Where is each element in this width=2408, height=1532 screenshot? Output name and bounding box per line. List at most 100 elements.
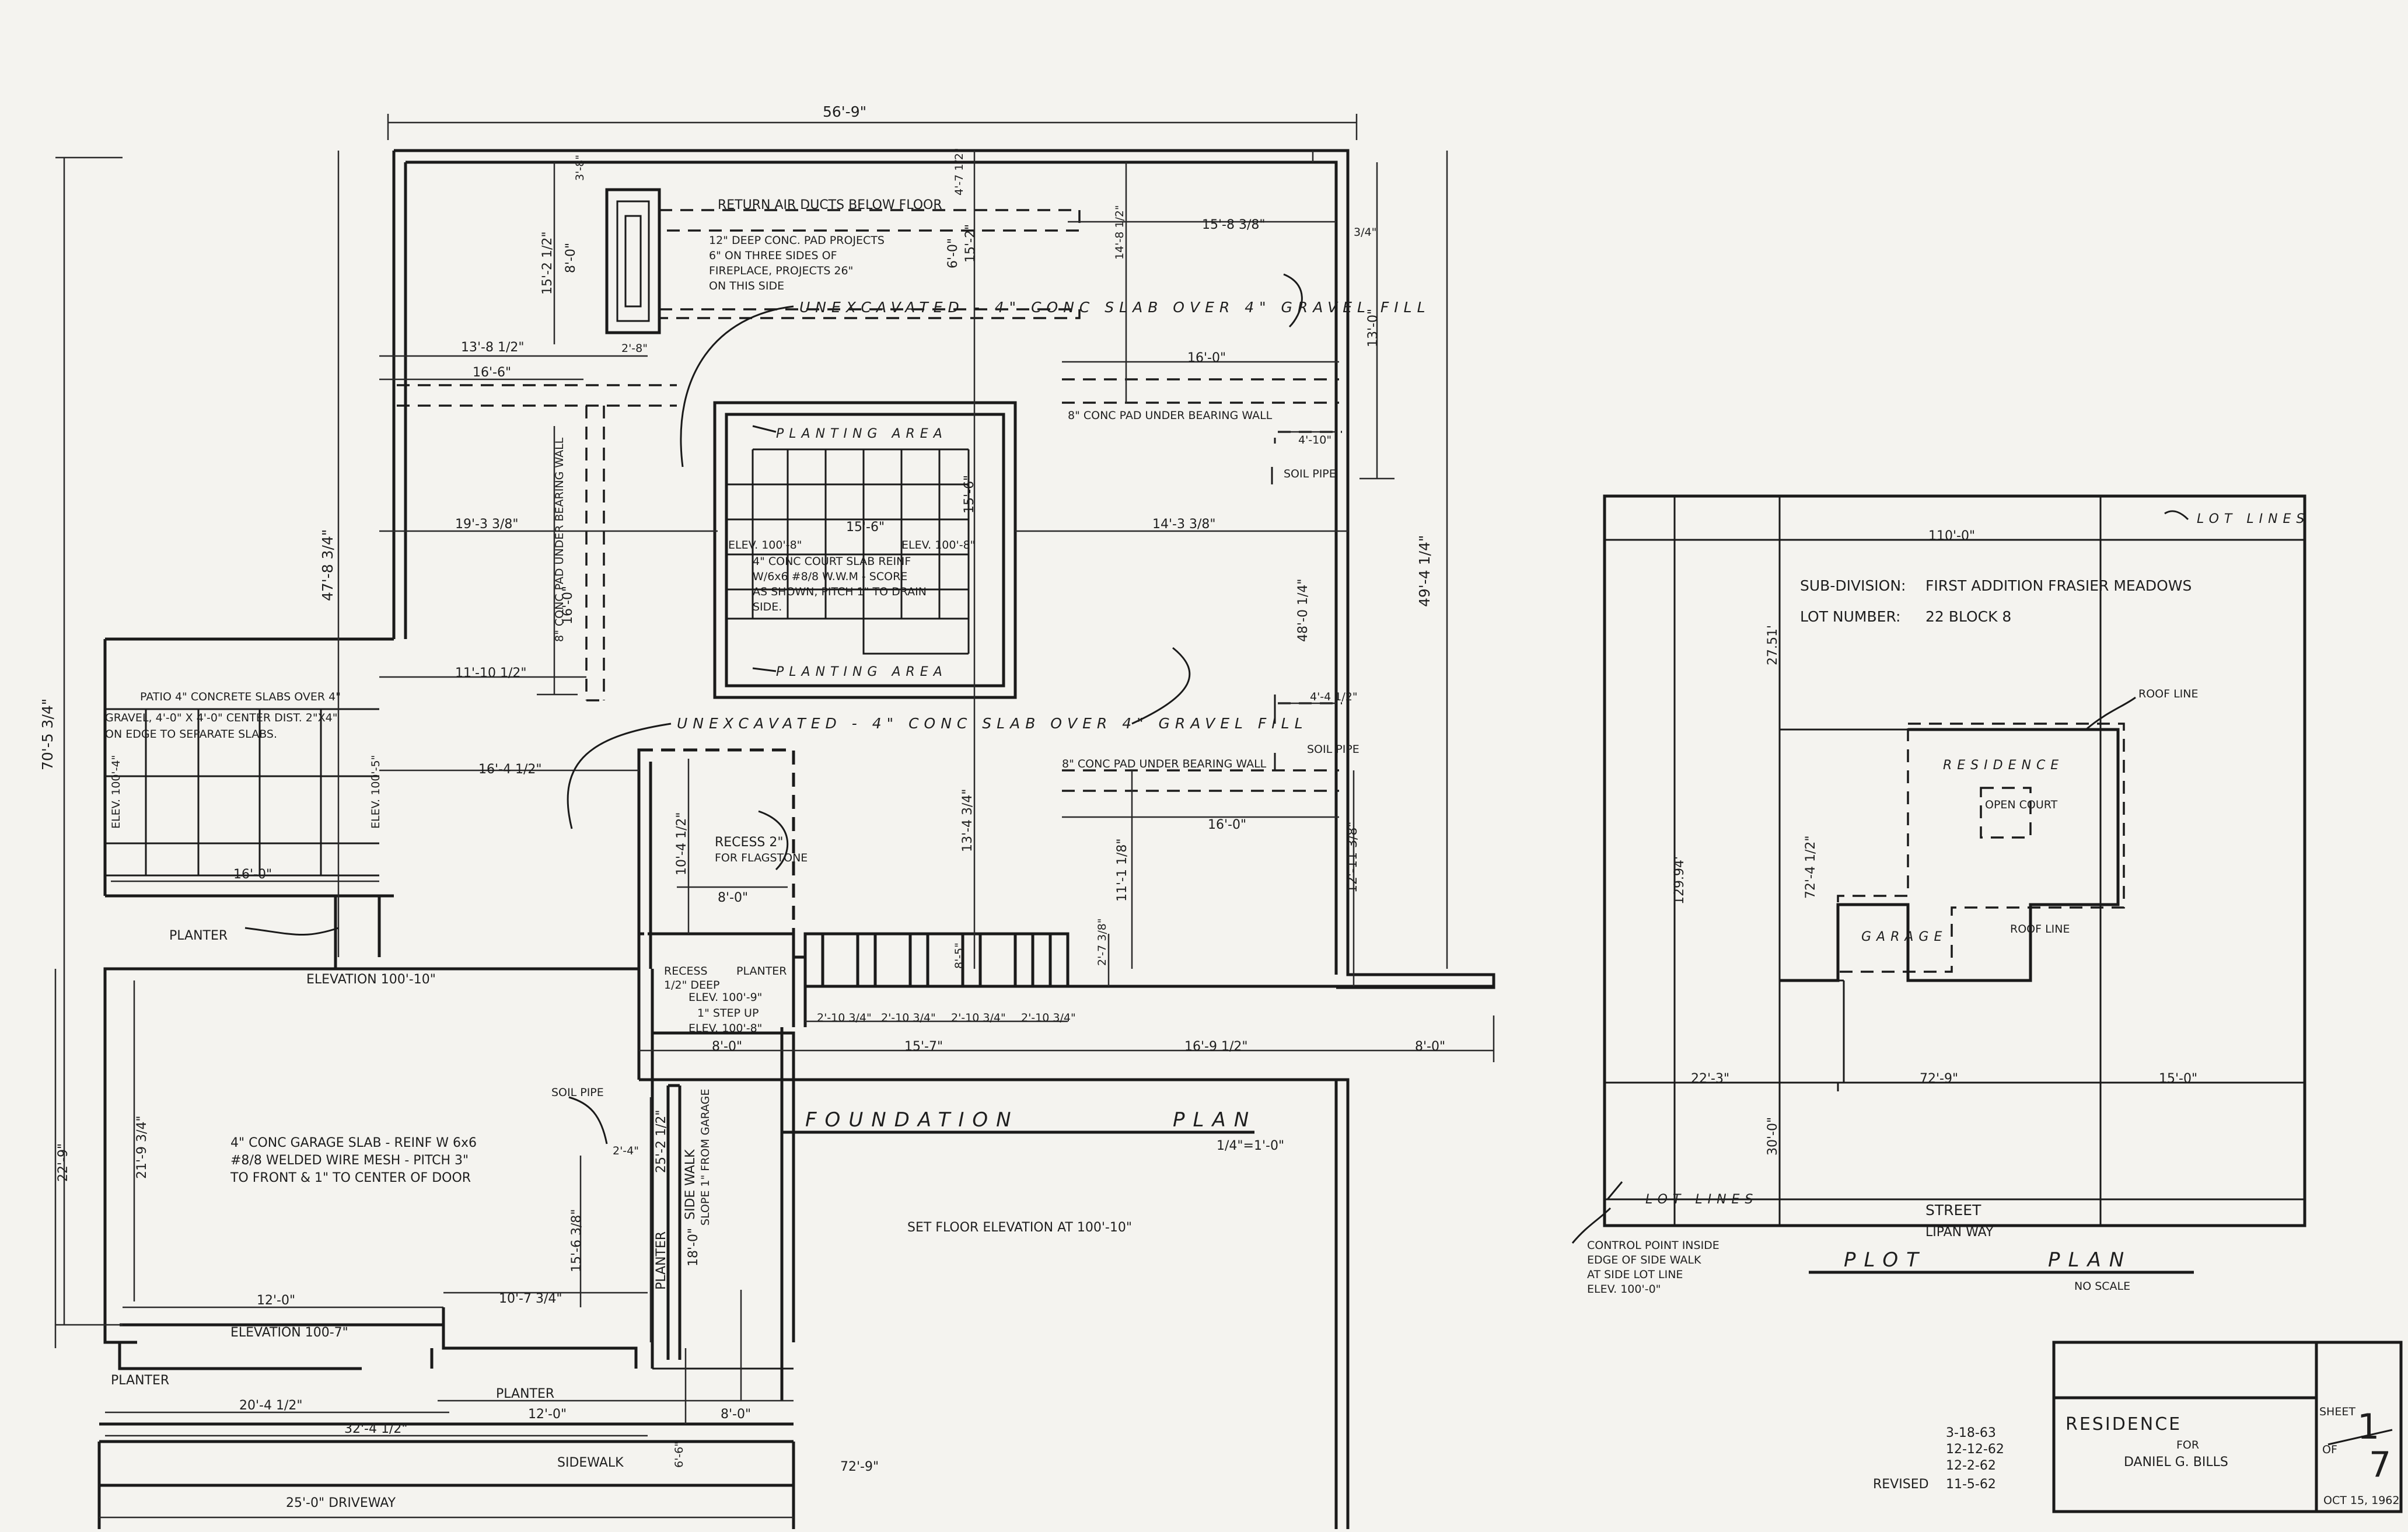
dimension-label: 8'-0" (718, 891, 748, 905)
planter-label-front: PLANTER (111, 1373, 169, 1388)
dimension-label: 72'-9" (840, 1460, 879, 1474)
overall-depth-left: 47'-8 3/4" (319, 529, 336, 601)
floor-elevation-note: SET FLOOR ELEVATION AT 100'-10" (907, 1220, 1132, 1235)
revised-label: REVISED (1873, 1477, 1929, 1492)
dimension-label: 21'-9 3/4" (135, 1116, 149, 1179)
dimension-label: 6'-6" (673, 1442, 686, 1468)
patio-note-1: PATIO 4" CONCRETE SLABS OVER 4" (140, 690, 341, 703)
dimension-label: 15'-2" (963, 224, 978, 263)
elevation-main: ELEVATION 100'-10" (306, 972, 436, 987)
control-point-2: EDGE OF SIDE WALK (1587, 1254, 1701, 1266)
dimension-label: 16'-0" (561, 586, 575, 624)
garage-note-1: 4" CONC GARAGE SLAB - REINF W 6x6 (230, 1136, 477, 1150)
dimension-label: 16'-0" (1187, 351, 1226, 365)
overall-depth-total: 70'-5 3/4" (39, 699, 56, 770)
sidewalk-label: SIDEWALK (557, 1456, 624, 1470)
dimension-label: 14'-8 1/2" (1113, 205, 1126, 260)
dimension-label: 2'-4" (613, 1144, 639, 1157)
dimension-label: 12'-0" (528, 1407, 567, 1422)
garage-note-2: #8/8 WELDED WIRE MESH - PITCH 3" (230, 1153, 469, 1168)
for-label: FOR (2176, 1439, 2199, 1451)
sidewalk-slope: SLOPE 1" FROM GARAGE (699, 1089, 712, 1226)
leader-arrows (244, 273, 1303, 1144)
foundation-walls (97, 149, 1495, 1529)
plot-plan-labels: 110'-0" LOT LINES SUB-DIVISION: FIRST AD… (1587, 512, 2309, 1296)
fireplace-note-4: ON THIS SIDE (709, 280, 784, 292)
dimension-label: 2'-10 3/4" (817, 1011, 872, 1024)
subdivision-value: FIRST ADDITION FRASIER MEADOWS (1925, 577, 2192, 594)
overall-width: 56'-9" (823, 103, 866, 120)
dimension-label: 3/4" (1354, 226, 1376, 239)
dimension-label: 4'-10" (1298, 434, 1331, 446)
dim-129-94: 129.94' (1672, 856, 1687, 905)
overall-depth-right: 49'-4 1/4" (1416, 535, 1433, 607)
subdivision-label: SUB-DIVISION: (1800, 577, 1906, 594)
open-court-label: OPEN COURT (1985, 798, 2058, 811)
dimension-label: 3'-8" (574, 155, 586, 181)
unexcavated-note-middle: UNEXCAVATED - 4" CONC SLAB OVER 4" GRAVE… (677, 715, 1308, 732)
dimension-label: 16'-0" (233, 867, 272, 882)
elev-step-2: ELEV. 100'-8" (689, 1022, 762, 1035)
lot-lines-bottom: LOT LINES (1645, 1192, 1758, 1207)
revision-4: 11-5-62 (1946, 1477, 1996, 1492)
fireplace-pad (605, 188, 1081, 334)
sheet-total: 7 (2369, 1444, 2391, 1485)
fireplace-note-1: 12" DEEP CONC. PAD PROJECTS (709, 234, 885, 247)
fireplace-note-2: 6" ON THREE SIDES OF (709, 249, 837, 262)
dimension-label: 16'-0" (1208, 818, 1246, 832)
dim-27-51: 27.51' (1766, 625, 1780, 665)
dimension-label: 11'-1 1/8" (1115, 839, 1130, 902)
dimension-label: 13'-0" (1366, 309, 1381, 347)
patio-slabs (105, 708, 379, 877)
plot-plan-title: PLOT (1844, 1248, 1927, 1272)
bearing-pad-note-left: 8" CONC PAD UNDER BEARING WALL (553, 437, 566, 642)
dim-15-0: 15'-0" (2159, 1072, 2197, 1086)
dimension-label: 2'-10 3/4" (1021, 1011, 1076, 1024)
court-note-3: AS SHOWN, PITCH 1" TO DRAIN (753, 585, 927, 598)
planting-area-bottom: PLANTING AREA (776, 665, 948, 679)
dimension-label: 15'-7" (904, 1039, 943, 1054)
foundation-plan-title: FOUNDATION (805, 1108, 1019, 1132)
dimension-label: 25'-2 1/2" (654, 1110, 669, 1174)
lot-lines-top: LOT LINES (2197, 512, 2309, 526)
fireplace-note-3: FIREPLACE, PROJECTS 26" (709, 264, 853, 277)
dimension-label: 15'-8 3/8" (1202, 218, 1266, 232)
dimension-label: 11'-10 1/2" (455, 666, 527, 680)
dimension-label: 6'-0" (946, 238, 960, 268)
dimension-label: 15'-6" (846, 520, 885, 535)
open-court (713, 401, 1017, 699)
court-elev-left: ELEV. 100'-8" (728, 539, 802, 552)
foundation-dimensions: 13'-8 1/2" 16'-6" 2'-8" 15'-2 1/2" 8'-0"… (56, 148, 1445, 1474)
recess-depth: 1/2" DEEP (664, 979, 719, 992)
dimension-label: 15'-6" (962, 475, 977, 514)
project-name: RESIDENCE (2066, 1414, 2182, 1435)
dimension-label: 13'-8 1/2" (461, 340, 525, 355)
recess-flagstone-2: FOR FLAGSTONE (715, 852, 808, 864)
unexcavated-note-top: UNEXCAVATED - 4" CONC SLAB OVER 4" GRAVE… (799, 299, 1431, 316)
dimension-label: 18'-0" (686, 1228, 701, 1266)
sheet-label: SHEET (2319, 1405, 2355, 1418)
dimension-label: 10'-7 3/4" (499, 1292, 562, 1306)
sheet-number: 1 (2357, 1407, 2379, 1447)
dimension-label: 15'-2 1/2" (540, 232, 555, 295)
return-air-note: RETURN AIR DUCTS BELOW FLOOR (718, 198, 942, 212)
soil-pipe-upper: SOIL PIPE (1284, 467, 1336, 480)
step-up: 1" STEP UP (697, 1007, 759, 1020)
title-block: RESIDENCE FOR DANIEL G. BILLS SHEET 1 OF… (1873, 1341, 2403, 1513)
sidewalk-vertical: SIDE WALK (683, 1149, 698, 1220)
garage-label: GARAGE (1861, 930, 1947, 944)
street-name: LIPAN WAY (1925, 1225, 1994, 1240)
plot-width: 110'-0" (1928, 529, 1975, 543)
planter-label-garage: PLANTER (654, 1231, 669, 1290)
elev-step-1: ELEV. 100'-9" (689, 991, 762, 1004)
recess-label: RECESS (664, 965, 708, 978)
dimension-label: 48'-0 1/4" (1296, 579, 1310, 643)
plot-plan (1571, 494, 2306, 1244)
stem-wall-notches (803, 932, 1068, 986)
patio-note-2: GRAVEL, 4'-0" X 4'-0" CENTER DIST. 2"X4" (105, 711, 337, 724)
dimension-label: 16'-6" (473, 365, 511, 380)
dimension-label: 15'-6 3/8" (569, 1209, 584, 1273)
client-name: DANIEL G. BILLS (2124, 1455, 2228, 1470)
